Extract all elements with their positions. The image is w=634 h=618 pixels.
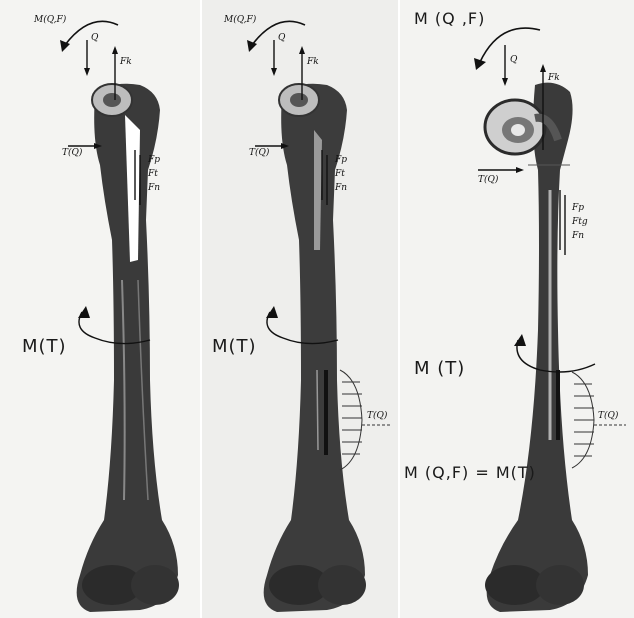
force-label-2: Ft	[147, 169, 158, 179]
fk-label: Fk	[306, 57, 319, 67]
femur-bone	[77, 84, 179, 612]
torsion-label: M(T)	[212, 336, 257, 357]
femur-bone	[264, 84, 366, 612]
force-label-1: Fp	[571, 203, 584, 213]
moment-label: M(Q,F)	[33, 14, 67, 25]
fk-label: Fk	[119, 57, 132, 67]
force-label-3: Fn	[147, 183, 160, 193]
force-label-3: Fn	[334, 183, 347, 193]
force-label-1: Fp	[147, 155, 160, 165]
panel-3-femur-diagram: M (Q ,F) Q Fk T(Q) Fp Ftg Fn M (T) T(Q) …	[400, 0, 634, 618]
moment-label: M (Q ,F)	[414, 9, 485, 28]
distributed-load-label: T(Q)	[598, 410, 619, 421]
force-label-2: Ft	[334, 169, 345, 179]
equilibrium-equation: M (Q,F) = M(T)	[404, 463, 536, 482]
moment-label: M(Q,F)	[223, 14, 257, 25]
q-label: Q	[278, 33, 286, 43]
distributed-load-label: T(Q)	[367, 410, 388, 421]
q-label: Q	[91, 33, 99, 43]
q-label: Q	[510, 55, 518, 65]
panel-2-drawing: M(Q,F) Q Fk T(Q) Fp Ft Fn M(T) T(Q)	[202, 0, 398, 618]
panel-1-drawing: M(Q,F) Q Fk T(Q) Fp Ft Fn M(T)	[0, 0, 200, 618]
t-label: T(Q)	[62, 147, 83, 158]
panel-3-drawing: M (Q ,F) Q Fk T(Q) Fp Ftg Fn M (T) T(Q) …	[400, 0, 634, 618]
fk-label: Fk	[547, 73, 560, 83]
t-label: T(Q)	[249, 147, 270, 158]
torsion-label: M (T)	[414, 358, 465, 379]
femur-bone	[485, 83, 588, 612]
force-label-3: Fn	[571, 231, 584, 241]
panel-1-femur-diagram: M(Q,F) Q Fk T(Q) Fp Ft Fn M(T)	[0, 0, 200, 618]
t-label: T(Q)	[478, 174, 499, 185]
panel-2-femur-diagram: M(Q,F) Q Fk T(Q) Fp Ft Fn M(T) T(Q)	[202, 0, 398, 618]
force-label-1: Fp	[334, 155, 347, 165]
torsion-label: M(T)	[22, 336, 67, 357]
force-label-2: Ftg	[571, 217, 588, 227]
